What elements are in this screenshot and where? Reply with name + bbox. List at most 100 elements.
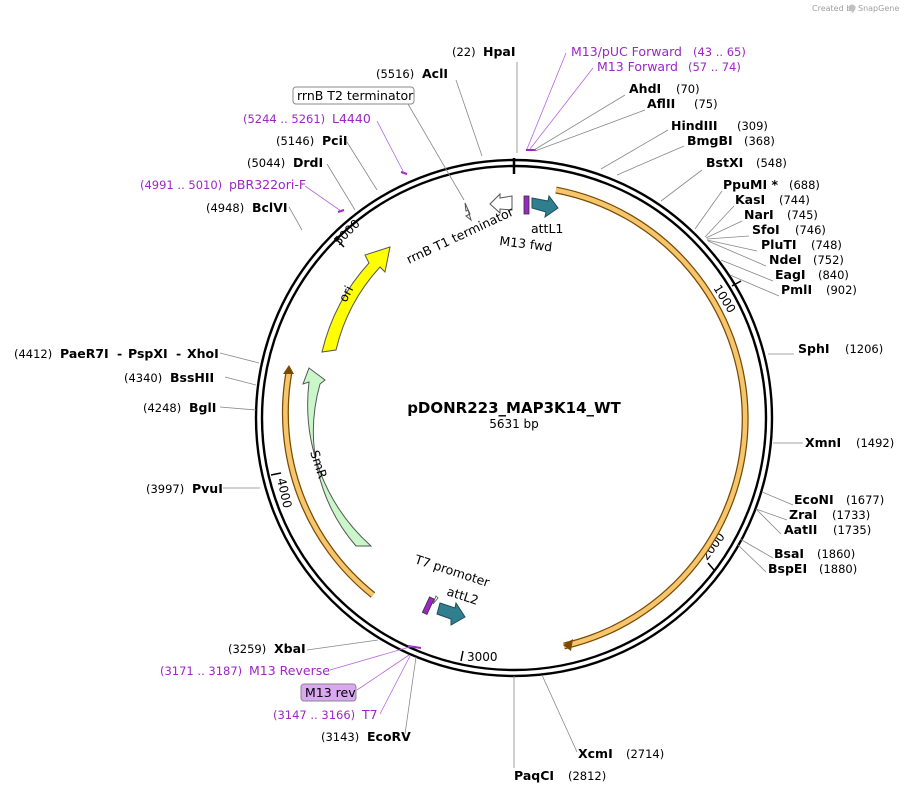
site-pos: (5044): [247, 156, 285, 170]
primer-mark-m13rev[interactable]: [407, 645, 422, 649]
site-name[interactable]: AhdI: [629, 81, 661, 96]
site-pos: (748): [811, 238, 842, 252]
rrnb-t2-leader: [407, 103, 465, 201]
m13-rev-marker[interactable]: [421, 596, 435, 615]
site-name[interactable]: HpaI: [483, 44, 516, 59]
primer-name[interactable]: L4440: [332, 111, 371, 126]
ruler-tick-2000: [707, 562, 715, 571]
site-name[interactable]: EcoNI: [794, 492, 834, 507]
backbone-orf-arc[interactable]: [283, 371, 375, 597]
primer-pos: (57 .. 74): [688, 60, 741, 74]
site-name[interactable]: PpuMI *: [723, 177, 778, 192]
site-name[interactable]: PvuI: [192, 481, 223, 496]
site-name[interactable]: AclI: [422, 66, 448, 81]
site-pos: (1735): [833, 523, 871, 537]
primer-pos: (4991 .. 5010): [140, 178, 222, 192]
site-separator: -: [176, 346, 181, 361]
site-pos: (4412): [14, 347, 52, 361]
site-name[interactable]: NdeI: [769, 252, 802, 267]
site-name[interactable]: XhoI: [187, 346, 219, 361]
primer-name[interactable]: M13/pUC Forward: [571, 44, 682, 59]
m13-fwd-label: M13 fwd: [499, 233, 553, 254]
site-pos: (4340): [124, 371, 162, 385]
attl2-label: attL2: [445, 584, 480, 608]
insert-arrowhead: [563, 639, 573, 651]
plasmid-length: 5631 bp: [489, 417, 539, 431]
m13-rev-label: M13 rev: [305, 685, 356, 700]
enzyme-labels: (22) HpaI (5516) AclI AhdI (70) AflII (7…: [14, 44, 894, 783]
site-name[interactable]: KasI: [735, 192, 765, 207]
site-name[interactable]: PaeR7I: [60, 346, 109, 361]
site-name[interactable]: EagI: [775, 267, 806, 282]
site-name[interactable]: PluTI: [761, 237, 797, 252]
site-name[interactable]: PaqCI: [514, 768, 554, 783]
site-name[interactable]: NarI: [744, 207, 774, 222]
primer-labels: M13/pUC Forward (43 .. 65) M13 Forward (…: [140, 44, 746, 722]
site-name[interactable]: XcmI: [578, 746, 613, 761]
site-name[interactable]: HindIII: [671, 118, 718, 133]
primer-pos: (5244 .. 5261): [243, 112, 325, 126]
m13-fwd-marker[interactable]: [523, 195, 530, 215]
credit-prefix: Created by: [812, 4, 856, 13]
site-name[interactable]: SphI: [798, 341, 830, 356]
site-pos: (902): [826, 283, 857, 297]
site-name[interactable]: DrdI: [293, 155, 323, 170]
site-pos: (3259): [228, 642, 266, 656]
site-name[interactable]: SfoI: [752, 222, 780, 237]
snapgene-logo-icon: [848, 4, 856, 12]
site-name[interactable]: BclVI: [252, 200, 288, 215]
site-name[interactable]: XmnI: [805, 435, 841, 450]
rrnb-t1-feature[interactable]: [489, 192, 513, 215]
site-pos: (1492): [856, 436, 894, 450]
site-pos: (1860): [817, 547, 855, 561]
smr-feature[interactable]: [302, 367, 373, 547]
site-name[interactable]: PmlI: [781, 282, 812, 297]
site-name[interactable]: AflII: [647, 96, 675, 111]
rrnb-t2-feature[interactable]: [464, 202, 472, 222]
site-name[interactable]: XbaI: [274, 641, 306, 656]
site-name[interactable]: PciI: [322, 133, 348, 148]
site-pos: (2812): [568, 769, 606, 783]
smr-label: SmR: [307, 448, 330, 480]
primer-pos: (3171 .. 3187): [160, 664, 242, 678]
site-pos: (3143): [321, 730, 359, 744]
primer-name[interactable]: pBR322ori-F: [229, 177, 306, 192]
ori-feature[interactable]: [321, 246, 391, 353]
attl1-feature[interactable]: [531, 194, 559, 219]
ruler-tick-5000: [336, 239, 345, 248]
primer-name[interactable]: T7: [361, 707, 378, 722]
insert-arc[interactable]: [555, 187, 748, 649]
primer-name[interactable]: M13 Reverse: [249, 663, 330, 678]
site-pos: (309): [737, 119, 768, 133]
primer-name[interactable]: M13 Forward: [597, 59, 678, 74]
site-name[interactable]: EcoRV: [367, 729, 411, 744]
site-name[interactable]: BsaI: [774, 546, 804, 561]
site-pos: (744): [779, 193, 810, 207]
site-pos: (752): [813, 253, 844, 267]
plasmid-name: pDONR223_MAP3K14_WT: [407, 399, 621, 417]
site-pos: (688): [789, 178, 820, 192]
primer-pos: (43 .. 65): [693, 45, 746, 59]
site-name[interactable]: BspEI: [768, 561, 807, 576]
site-name[interactable]: BglI: [189, 400, 216, 415]
site-name[interactable]: AatII: [784, 522, 817, 537]
t7-promoter-feature[interactable]: [432, 595, 439, 605]
site-name[interactable]: BstXI: [706, 155, 743, 170]
m13-rev-box[interactable]: [300, 683, 357, 702]
ori-label: ori: [335, 283, 356, 304]
ruler-tick-4000: [270, 472, 282, 476]
ruler-tick-3000: [460, 650, 464, 662]
backbone-orf-arrowhead: [283, 365, 294, 374]
ruler-label-4000: 4000: [274, 477, 295, 510]
attl2-feature[interactable]: [436, 601, 466, 626]
ruler-label-3000: 3000: [467, 650, 498, 664]
site-pos: (1677): [846, 493, 884, 507]
site-name[interactable]: BmgBI: [687, 133, 733, 148]
site-pos: (22): [452, 45, 476, 59]
site-name[interactable]: PspXI: [128, 346, 168, 361]
site-pos: (5146): [276, 134, 314, 148]
site-name[interactable]: ZraI: [789, 507, 817, 522]
rrnb-t2-box[interactable]: [292, 86, 415, 105]
site-name[interactable]: BssHII: [170, 370, 214, 385]
